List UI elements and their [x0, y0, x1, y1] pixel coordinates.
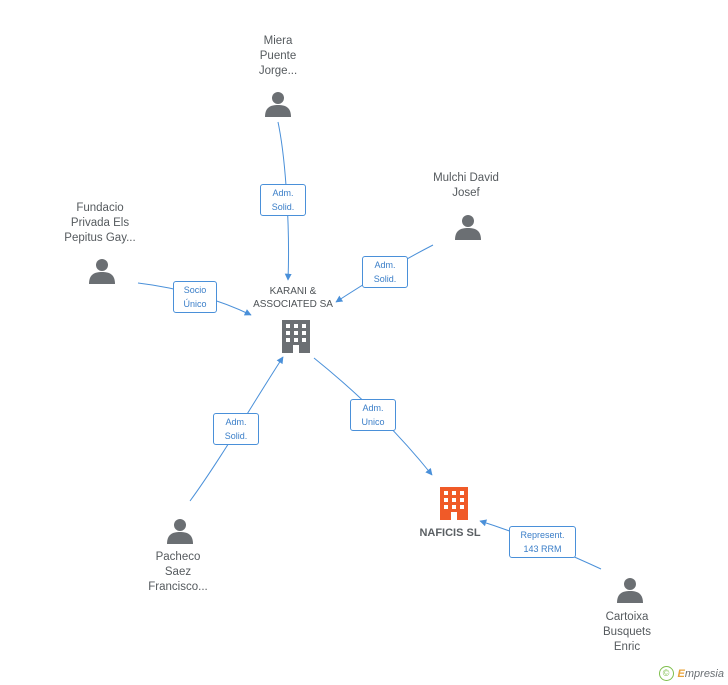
role-box-pacheco-karani[interactable]: Adm. Solid.: [213, 413, 259, 445]
label-line: Pepitus Gay...: [64, 232, 136, 244]
node-label-mulchi[interactable]: Mulchi David Josef: [401, 171, 531, 201]
brand-rest: mpresia: [684, 667, 724, 680]
label-line: ASSOCIATED SA: [253, 299, 333, 310]
label-line: Josef: [452, 187, 480, 199]
person-icon-pacheco[interactable]: [167, 519, 193, 544]
role-line: Adm.: [225, 417, 247, 427]
role-box-mulchi-karani[interactable]: Adm. Solid.: [362, 256, 408, 288]
person-icon-mulchi[interactable]: [455, 215, 481, 240]
label-line: Puente: [259, 50, 297, 62]
role-line: Solid.: [224, 431, 248, 441]
role-line: Solid.: [271, 202, 295, 212]
label-line: Francisco...: [148, 581, 208, 593]
role-line: Solid.: [373, 274, 397, 284]
building-icon-naficis[interactable]: [440, 487, 468, 520]
node-label-miera[interactable]: Miera Puente Jorge...: [213, 34, 343, 79]
role-line: Adm.: [362, 403, 384, 413]
role-line: Adm.: [374, 260, 396, 270]
role-line: Socio: [183, 285, 207, 295]
watermark: © Empresia: [658, 666, 724, 681]
label-line: Enric: [613, 641, 641, 653]
label-line: Privada Els: [70, 217, 130, 229]
person-icon-miera[interactable]: [265, 92, 291, 117]
person-icon-fundacio[interactable]: [89, 259, 115, 284]
label-line: Miera: [263, 35, 293, 47]
role-box-karani-naficis[interactable]: Adm. Unico: [350, 399, 396, 431]
label-line: Busquets: [603, 626, 651, 638]
label-line: Saez: [164, 566, 192, 578]
role-line: 143 RRM: [523, 544, 562, 554]
label-line: Pacheco: [155, 551, 201, 563]
role-box-cartoixa-naficis[interactable]: Represent. 143 RRM: [509, 526, 576, 558]
role-line: Único: [183, 299, 207, 309]
node-label-cartoixa[interactable]: Cartoixa Busquets Enric: [562, 610, 692, 655]
building-icon-karani[interactable]: [282, 320, 310, 353]
label-line: NAFICIS SL: [419, 527, 481, 539]
role-line: Adm.: [272, 188, 294, 198]
label-line: Fundacio: [76, 202, 124, 214]
role-box-miera-karani[interactable]: Adm. Solid.: [260, 184, 306, 216]
node-label-karani[interactable]: KARANI & ASSOCIATED SA: [228, 285, 358, 311]
role-line: Unico: [361, 417, 385, 427]
node-label-naficis[interactable]: NAFICIS SL: [385, 526, 515, 541]
copyright-icon: ©: [658, 666, 674, 681]
label-line: Cartoixa: [605, 611, 649, 623]
label-line: Mulchi David: [433, 172, 499, 184]
node-label-pacheco[interactable]: Pacheco Saez Francisco...: [113, 550, 243, 595]
role-line: Represent.: [520, 530, 565, 540]
person-icon-cartoixa[interactable]: [617, 578, 643, 603]
node-label-fundacio[interactable]: Fundacio Privada Els Pepitus Gay...: [35, 201, 165, 246]
label-line: KARANI &: [269, 286, 317, 297]
brand-logo: Empresia: [678, 668, 724, 680]
label-line: Jorge...: [258, 65, 298, 77]
brand-initial: E: [677, 667, 685, 680]
role-box-fundacio-karani[interactable]: Socio Único: [173, 281, 217, 313]
edges: [137, 121, 602, 570]
